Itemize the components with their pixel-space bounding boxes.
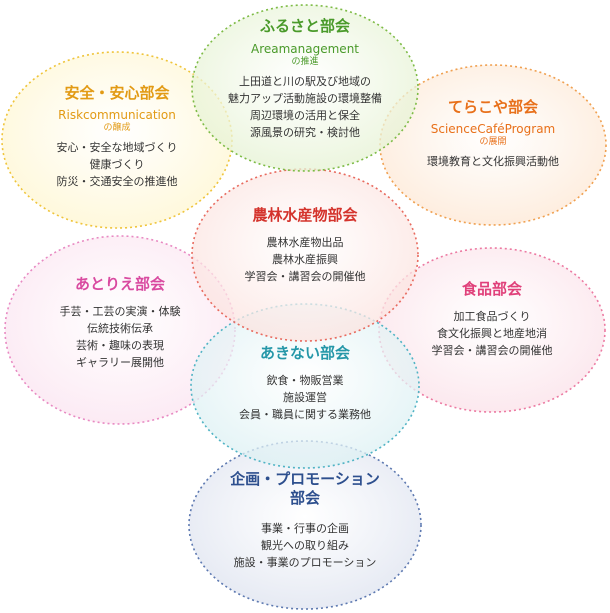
item-furusato-4: 源風景の研究・検討他 [250,126,360,139]
title-akinai: あきない部会 [259,344,350,362]
label-akinai: あきない部会 飲食・物販営業 施設運営 会員・職員に関する業務他 [239,344,371,423]
label-furusato: ふるさと部会 Areamanagement の推進 上田道と川の駅及び地域の 魅… [228,17,382,141]
title-anzen: 安全・安心部会 [64,84,170,102]
item-nourin-1: 農林水産物出品 [266,236,344,249]
label-atorie: あとりえ部会 手芸・工芸の実演・体験 伝統技術伝承 芸術・趣味の表現 ギャラリー… [60,275,181,371]
item-shokuhin-3: 学習会・講習会の開催他 [431,344,553,357]
circle-furusato [191,4,419,172]
item-anzen-2: 健康づくり [89,158,145,171]
item-kikaku-1: 事業・行事の企画 [260,522,349,535]
subtitle-anzen: Riskcommunication [58,108,176,122]
label-nourin: 農林水産物部会 農林水産物出品 農林水産振興 学習会・講習会の開催他 [245,206,366,285]
item-kikaku-2: 観光への取り組み [260,539,349,552]
circle-shokuhin [378,247,606,413]
title-kikaku-line2: 部会 [289,489,321,507]
title-shokuhin: 食品部会 [461,280,522,298]
item-anzen-3: 防災・交通安全の推進他 [56,175,178,188]
circle-kikaku [188,440,422,610]
label-kikaku: 企画・プロモーション 部会 事業・行事の企画 観光への取り組み 施設・事業のプロ… [230,470,380,571]
title-atorie: あとりえ部会 [74,275,165,293]
item-nourin-2: 農林水産振興 [272,253,338,266]
item-anzen-1: 安心・安全な地域づくり [56,141,178,154]
note-terakoya: の展開 [479,137,507,147]
title-nourin: 農林水産物部会 [252,206,358,224]
circle-akinai [190,303,420,469]
label-shokuhin: 食品部会 加工食品づくり 食文化振興と地産地消 学習会・講習会の開催他 [432,280,553,359]
title-furusato: ふるさと部会 [259,17,350,35]
note-anzen: の醸成 [103,123,131,133]
item-akinai-3: 会員・職員に関する業務他 [239,408,371,421]
item-furusato-3: 周辺環境の活用と保全 [250,109,360,122]
subtitle-terakoya: ScienceCaféProgram [430,122,556,136]
item-nourin-3: 学習会・講習会の開催他 [244,270,366,283]
note-furusato: の推進 [291,57,319,67]
item-akinai-1: 飲食・物販営業 [266,374,344,387]
title-terakoya: てらこや部会 [447,98,538,116]
label-terakoya: てらこや部会 ScienceCaféProgram の展開 環境教育と文化振興活… [427,98,559,170]
item-kikaku-3: 施設・事業のプロモーション [233,556,377,569]
label-anzen: 安全・安心部会 Riskcommunication の醸成 安心・安全な地域づく… [57,84,178,190]
title-kikaku: 企画・プロモーション [230,470,380,488]
item-atorie-3: 芸術・趣味の表現 [76,339,164,352]
item-shokuhin-2: 食文化振興と地産地消 [437,327,547,340]
item-atorie-1: 手芸・工芸の実演・体験 [59,305,181,318]
subtitle-furusato: Areamanagement [251,42,359,56]
item-atorie-4: ギャラリー展開他 [76,356,164,369]
item-akinai-2: 施設運営 [283,391,327,404]
item-furusato-1: 上田道と川の駅及び地域の [239,75,371,88]
item-shokuhin-1: 加工食品づくり [453,310,531,323]
item-terakoya-1: 環境教育と文化振興活動他 [427,155,559,168]
item-furusato-2: 魅力アップ活動施設の環境整備 [228,92,382,105]
item-atorie-2: 伝統技術伝承 [87,322,153,335]
